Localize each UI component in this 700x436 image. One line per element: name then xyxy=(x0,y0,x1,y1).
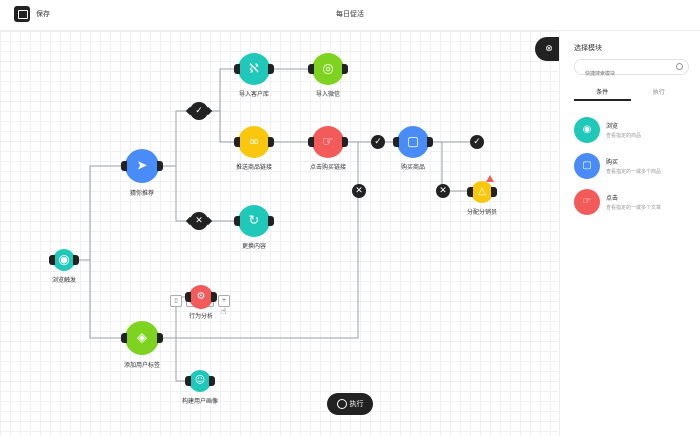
gate-cross[interactable]: ✕ xyxy=(436,184,450,198)
node-label: 猜你推荐 xyxy=(129,190,154,197)
node-label: 行为分析 xyxy=(188,313,213,320)
sidebar-toggle-button[interactable]: ⊗ xyxy=(535,37,563,61)
page-title: 每日促活 xyxy=(336,10,364,18)
alert-icon xyxy=(486,175,494,182)
module-desc: 查看指定的商品 xyxy=(606,133,642,139)
tag-icon: ◈ xyxy=(137,330,147,346)
node-update-content[interactable]: ↻ xyxy=(238,205,270,237)
node-user-profile[interactable]: ☺ xyxy=(189,370,211,392)
node-label: 推送商品链接 xyxy=(235,164,272,171)
node-assign-agent[interactable]: △ xyxy=(471,181,493,203)
pointer-icon: ☞ xyxy=(322,134,334,150)
node-label: 导入客户库 xyxy=(238,91,269,98)
gate-cross[interactable]: ✕ xyxy=(352,184,366,198)
pointer-icon: ☞ xyxy=(574,189,600,215)
node-label: 导入微信 xyxy=(315,91,340,98)
node-import-wechat[interactable]: ◎ xyxy=(312,53,344,85)
refresh-icon: ↻ xyxy=(248,213,260,229)
pointer-cursor-icon: ☝ xyxy=(221,307,227,317)
sidebar-title: 选择模块 xyxy=(574,44,602,52)
module-name: 点击 xyxy=(606,195,619,202)
module-sidebar: 选择模块 条件 执行 ◉ 浏览 查看指定的商品 ▢ 购买 查看指定的一或多个商品… xyxy=(559,31,700,436)
top-bar: 保存 每日促活 xyxy=(0,0,700,31)
module-item-click[interactable]: ☞ 点击 查看指定的一或多个文章 xyxy=(574,189,694,217)
gear-icon: ⚙ xyxy=(196,291,206,302)
module-desc: 查看指定的一或多个文章 xyxy=(606,205,662,211)
tab-execute[interactable]: 执行 xyxy=(652,89,665,96)
play-icon xyxy=(336,399,347,409)
node-click-buy-link[interactable]: ☞ xyxy=(312,126,344,158)
search-input[interactable] xyxy=(583,70,677,78)
run-button-label: 执行 xyxy=(349,400,364,408)
search-icon[interactable] xyxy=(676,63,683,70)
gate-check[interactable]: ✓ xyxy=(371,135,385,149)
save-icon[interactable] xyxy=(14,6,30,22)
node-behavior-analysis[interactable]: ⚙ xyxy=(189,285,213,309)
node-buy-product[interactable]: ▢ xyxy=(397,126,429,158)
wechat-icon: ◎ xyxy=(322,61,334,77)
link-icon: ∞ xyxy=(248,134,260,150)
node-label: 添加用户标签 xyxy=(123,362,160,369)
module-name: 浏览 xyxy=(606,123,619,130)
module-desc: 查看指定的一或多个商品 xyxy=(606,169,662,175)
node-recommend[interactable]: ➤ xyxy=(125,149,159,183)
condition-gate-no[interactable]: ✕ xyxy=(190,212,208,230)
node-browse-trigger[interactable]: ◉ xyxy=(53,249,75,271)
node-label: 构建用户画像 xyxy=(181,398,218,405)
module-name: 购买 xyxy=(606,159,619,166)
flow-edges xyxy=(70,68,470,382)
send-icon: ➤ xyxy=(136,158,148,174)
tab-condition[interactable]: 条件 xyxy=(574,87,631,101)
module-item-buy[interactable]: ▢ 购买 查看指定的一或多个商品 xyxy=(574,153,694,181)
person-icon: ☺ xyxy=(194,375,206,386)
cart-icon: ▢ xyxy=(406,134,420,150)
eye-icon: ◉ xyxy=(574,117,600,143)
condition-gate-yes[interactable]: ✓ xyxy=(190,102,208,120)
close-icon: ⊗ xyxy=(545,44,553,54)
module-item-browse[interactable]: ◉ 浏览 查看指定的商品 xyxy=(574,117,694,145)
users-icon: ℵ xyxy=(249,61,259,77)
node-label: 分配分销员 xyxy=(466,209,497,216)
save-button-label[interactable]: 保存 xyxy=(36,10,50,18)
search-box[interactable] xyxy=(574,59,689,78)
node-label: 购买商品 xyxy=(400,164,425,171)
flow-canvas[interactable]: ◉ 浏览触发 ➤ 猜你推荐 ✓ ✕ ℵ 导入客户库 ◎ 导入微信 ∞ 推送商品链… xyxy=(0,31,558,436)
sidebar-tabs: 条件 执行 xyxy=(574,87,687,101)
cart-icon: ▢ xyxy=(574,153,600,179)
gate-check[interactable]: ✓ xyxy=(470,135,484,149)
add-icon[interactable]: + xyxy=(218,295,230,307)
node-label: 浏览触发 xyxy=(51,277,76,284)
node-label: 点击购买链接 xyxy=(309,164,346,171)
delete-icon[interactable]: ▯ xyxy=(170,295,182,307)
node-add-user-tag[interactable]: ◈ xyxy=(125,321,159,355)
run-button[interactable]: 执行 xyxy=(327,393,373,415)
eye-icon: ◉ xyxy=(58,252,70,268)
node-import-customers[interactable]: ℵ xyxy=(238,53,270,85)
node-recommend-link[interactable]: ∞ xyxy=(238,126,270,158)
node-label: 更换内容 xyxy=(241,243,266,250)
warning-icon: △ xyxy=(478,186,486,197)
